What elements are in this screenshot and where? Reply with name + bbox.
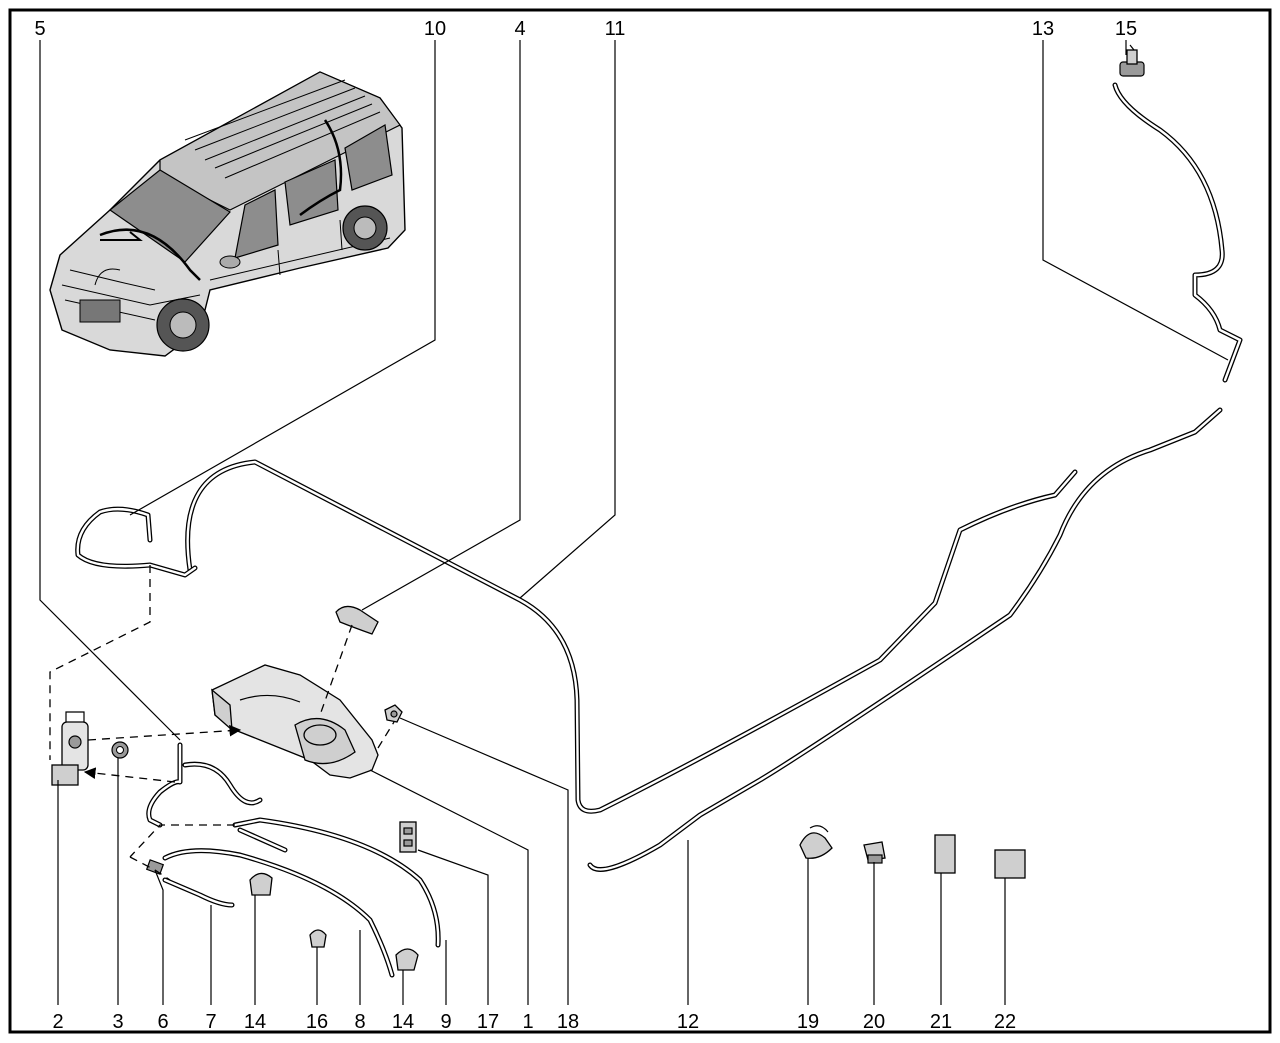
callout-10: 10: [424, 18, 446, 40]
part-14-washer-nozzle-right: [395, 948, 419, 971]
part-19-hose-clip: [799, 825, 833, 859]
part-8-hose: [162, 848, 395, 978]
part-12-rear-hose-section: [587, 407, 1223, 872]
part-21-pad: [934, 834, 956, 874]
part-13-tailgate-hose: [1112, 82, 1243, 383]
callout-11: 11: [605, 18, 626, 40]
part-22-pad: [994, 849, 1026, 879]
callouts-bottom: 2 3 6 7 14 16 8 14 9 17 1 18 12 19 20 21…: [52, 1011, 1016, 1033]
part-3-pump-grommet: [111, 741, 129, 759]
leader-lines: [39, 40, 1229, 1005]
vehicle-illustration: [49, 71, 406, 357]
callouts-top: 5 10 4 11 13 15: [34, 18, 1137, 40]
callout-3: 3: [112, 1011, 123, 1033]
part-20-clip: [863, 841, 886, 864]
callout-12: 12: [677, 1011, 699, 1033]
part-4-filler-cap: [335, 605, 379, 635]
part-7-hose: [162, 877, 235, 908]
callout-4: 4: [514, 18, 525, 40]
part-1-washer-reservoir: [211, 664, 379, 779]
callout-15: 15: [1115, 18, 1137, 40]
part-16-clip: [309, 929, 327, 948]
part-9-hose: [232, 817, 441, 948]
part-2-washer-pump: [51, 711, 89, 786]
callout-22: 22: [994, 1011, 1016, 1033]
part-14-washer-nozzle-left: [249, 872, 273, 896]
callout-14-right: 14: [392, 1011, 414, 1033]
part-pump-hose: [146, 742, 263, 828]
callout-9: 9: [440, 1011, 451, 1033]
callout-21: 21: [930, 1011, 952, 1033]
callout-7: 7: [205, 1011, 216, 1033]
part-17-bracket: [399, 821, 417, 853]
callout-14-left: 14: [244, 1011, 266, 1033]
part-11-rear-hose: [185, 459, 1078, 814]
callout-17: 17: [477, 1011, 499, 1033]
part-18-fixing-nut: [384, 704, 403, 723]
part-15-rear-washer-jet: [1119, 44, 1145, 77]
callout-2: 2: [52, 1011, 63, 1033]
callout-20: 20: [863, 1011, 885, 1033]
diagram-frame: [8, 8, 1272, 1034]
callout-1: 1: [522, 1011, 533, 1033]
callout-16: 16: [306, 1011, 328, 1033]
part-6-t-connector: [145, 859, 165, 875]
callout-6: 6: [157, 1011, 168, 1033]
callout-8: 8: [354, 1011, 365, 1033]
callout-5: 5: [34, 18, 45, 40]
callout-19: 19: [797, 1011, 819, 1033]
callout-18: 18: [557, 1011, 579, 1033]
callout-13: 13: [1032, 18, 1054, 40]
part-10-front-hose: [75, 506, 198, 578]
